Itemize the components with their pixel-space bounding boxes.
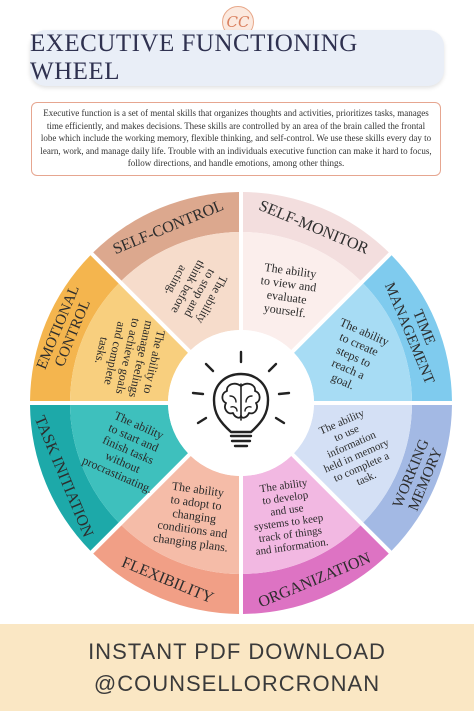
- description-box: Executive function is a set of mental sk…: [31, 102, 441, 176]
- organization-segment: [242, 456, 361, 574]
- working-memory-segment: [294, 404, 412, 523]
- flexibility-segment: [121, 456, 240, 574]
- working-memory-label-band: [363, 404, 452, 551]
- executive-functioning-wheel: SELF-MONITORTIMEMANAGEMENTWORKINGMEMORYO…: [30, 192, 452, 614]
- emotional-control-description: The ability tomanage feelingsto achieve …: [87, 311, 170, 402]
- emotional-control-segment: [70, 283, 188, 402]
- footer-banner: INSTANT PDF DOWNLOAD @COUNSELLORCRONAN: [0, 624, 474, 711]
- self-control-label-band: [93, 192, 240, 281]
- description-text: Executive function is a set of mental sk…: [40, 108, 432, 168]
- page-title: EXECUTIVE FUNCTIONING WHEEL: [30, 30, 358, 85]
- wheel-segments: [30, 192, 452, 614]
- self-monitor-description: The abilityto view andevaluateyourself.: [256, 260, 319, 321]
- self-monitor-label-band: [242, 192, 389, 281]
- self-monitor-segment: [242, 232, 361, 350]
- flexibility-label-band: [93, 525, 240, 614]
- title-banner: EXECUTIVE FUNCTIONING WHEEL: [30, 30, 444, 86]
- task-initiation-segment: [70, 404, 188, 523]
- footer-download-text[interactable]: INSTANT PDF DOWNLOAD: [88, 638, 386, 664]
- time-management-description: The abilityto createsteps toreach agoal.: [316, 315, 391, 398]
- emotional-control-label-band: [30, 255, 119, 402]
- working-memory-description: The abilityto useinformationheld in memo…: [307, 403, 401, 499]
- task-initiation-label-band: [30, 404, 119, 551]
- footer-handle-text[interactable]: @COUNSELLORCRONAN: [93, 670, 381, 696]
- organization-label-band: [242, 525, 389, 614]
- time-management-label-band: [363, 255, 452, 402]
- self-control-segment: [121, 232, 240, 350]
- time-management-segment: [294, 283, 412, 402]
- brain-lightbulb-icon: [191, 350, 291, 448]
